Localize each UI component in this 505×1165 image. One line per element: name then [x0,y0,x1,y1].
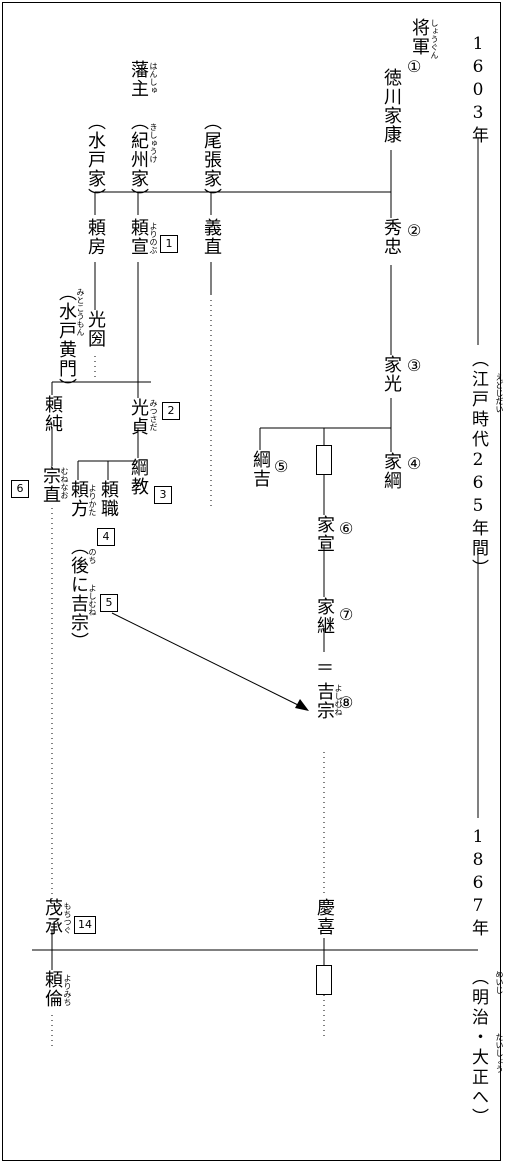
lord-number-4: 4 [97,528,115,546]
lord-yorizumi: 頼純 [42,395,63,433]
shogun-number-1: ① [407,57,422,76]
branch-kishu: （紀州家） [128,112,149,207]
lord-mochitsugu: 茂承 [42,898,63,936]
shogun-number-2: ② [407,221,422,240]
shogun-iemitsu: 家光 [381,355,402,393]
mochitsugu-ruby: もちつぐ [63,902,72,934]
shogun-ieyasu: 徳川家康 [381,68,402,144]
shogun-number-4: ④ [407,454,422,473]
lord-yorimichi: 頼倫 [42,970,63,1008]
yorikata-ruby: よりかた [88,484,97,516]
shogun-heading: 将軍 [409,18,430,56]
branch-mito: （水戸家） [85,112,106,207]
shogun-number-6: ⑥ [339,519,354,538]
munenao-ruby: むねなお [60,467,69,499]
later-yoshimune-ruby: よしむね [88,584,97,616]
shogun-tsunayoshi: 綱吉 [250,450,271,488]
later-period-label: （明治・大正へ） [468,968,488,1128]
yoshimune-ruby: よしむね [334,684,343,716]
lord-mitsusada: 光貞 [128,398,149,436]
lord-number-5: 5 [100,594,118,612]
yorimichi-ruby: よりみち [63,974,72,1006]
adoption-mark: ＝ [316,658,334,679]
hanshu-heading: 藩主 [128,60,149,98]
year-1603: 1603年 [468,34,488,146]
kishu-ruby: きしゅうけ [149,123,158,163]
lord-number-2: 2 [162,402,180,420]
lord-number-3: 3 [154,486,172,504]
meiji-ruby: めいじ [495,970,504,994]
mitsusada-ruby: みつさだ [149,399,158,431]
lord-number-6: 6 [11,480,29,498]
shogun-number-7: ⑦ [339,605,354,624]
branch-owari: （尾張家） [201,112,222,207]
shogun-yoshimune: 吉宗 [314,682,335,720]
edo-ruby: えどじだい [495,373,504,413]
shogun-hidetada: 秀忠 [381,218,402,256]
nochi-ruby: のち [88,548,97,564]
shogun-number-8: ⑧ [339,693,354,712]
shogun-number-5: ⑤ [274,457,289,476]
shogun-ietsugu: 家継 [314,597,335,635]
succession-arrow [111,612,299,706]
empty-box [316,965,332,995]
mito-komon-label: （水戸黄門） [56,283,77,397]
lord-tsunanori: 綱教 [128,458,149,496]
later-yoshimune-note: （後に吉宗） [68,537,89,651]
shogun-ietsuna: 家綱 [381,452,402,490]
empty-box [316,445,332,475]
hanshu-ruby: はんしゅ [149,62,158,94]
yorinobu-ruby: よりのぶ [149,222,158,254]
lord-number-1: 1 [160,235,178,253]
shogun-ruby: しょうぐん [430,19,439,59]
shogun-number-3: ③ [407,356,422,375]
lord-number-14: 14 [74,916,96,934]
lord-munenao: 宗直 [40,466,61,504]
lord-mitsukuni: 光圀 [85,310,106,348]
lord-yorifusa: 頼房 [85,218,106,256]
lord-yorinobu: 頼宣 [128,218,149,256]
lord-yoshinao: 義直 [201,218,222,256]
taisho-ruby: たいしょう [495,1033,504,1073]
shogun-yoshinobu: 慶喜 [314,898,335,936]
mito-komon-ruby: みとこうもん [76,288,85,336]
lord-yorimoto: 頼職 [98,480,119,518]
shogun-ienobu: 家宣 [314,515,335,553]
edo-period-label: （江戸時代265年間） [468,350,488,579]
year-1867: 1867年 [468,827,488,939]
lord-yorikata: 頼方 [68,480,89,518]
arrowhead [295,699,309,711]
